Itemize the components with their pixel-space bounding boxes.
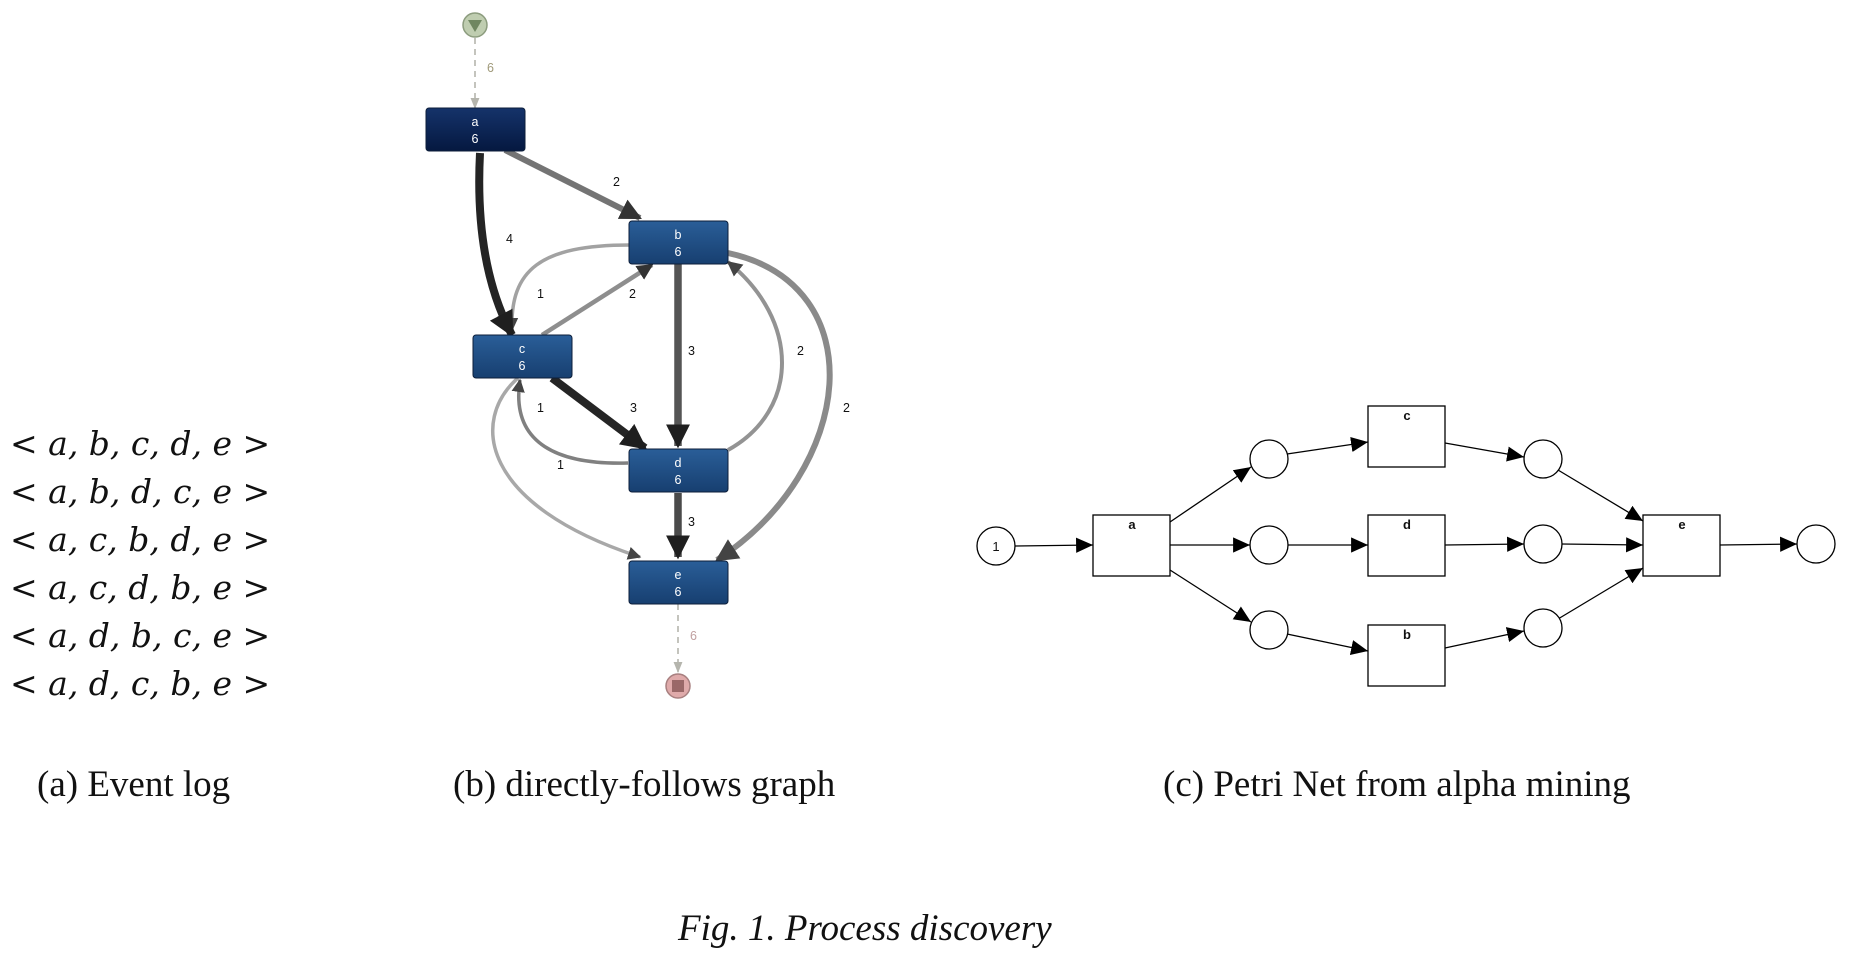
pn-arc-p7-e	[1557, 567, 1644, 620]
dfg-node-b-count: 6	[675, 245, 682, 259]
event-log: < a, b, c, d, e > < a, b, d, c, e > < a,…	[10, 424, 270, 703]
pn-transition-d	[1367, 514, 1446, 577]
pn-arc-b-p7	[1444, 627, 1525, 649]
trace-2: < a, b, d, c, e >	[10, 472, 270, 511]
dfg-node-a-label: a	[472, 115, 479, 129]
dfg-label-c-d: 3	[630, 401, 637, 415]
caption-petri-net: (c) Petri Net from alpha mining	[1163, 764, 1631, 805]
pn-place-c-e	[1523, 439, 1563, 479]
pn-transition-b-label: b	[1403, 627, 1411, 642]
trace-6: < a, d, c, b, e >	[10, 664, 270, 703]
pn-place-end	[1796, 524, 1836, 564]
pn-place-a-c	[1249, 439, 1289, 479]
pn-transition-e-label: e	[1678, 517, 1685, 532]
dfg-edge-d-b	[726, 260, 784, 452]
petri-net-transition-labels: a c d b e	[1128, 408, 1685, 642]
pn-arc-d-p6	[1444, 536, 1525, 552]
pn-place-d-e	[1523, 524, 1563, 564]
pn-place-start	[976, 526, 1016, 566]
pn-place-a-d	[1249, 525, 1289, 565]
pn-arc-a-p4	[1169, 569, 1252, 623]
dfg-label-d-b: 2	[797, 344, 804, 358]
trace-4: < a, c, d, b, e >	[10, 568, 270, 607]
pn-transition-c-label: c	[1403, 408, 1410, 423]
dfg-end-node	[665, 673, 691, 699]
pn-transition-d-label: d	[1403, 517, 1411, 532]
dfg-edge-c-b	[540, 263, 654, 337]
dfg-edge-c-e	[490, 376, 642, 560]
pn-transition-e	[1642, 514, 1721, 577]
pn-arc-p5-e	[1557, 469, 1644, 522]
pn-arc-e-p8	[1719, 536, 1798, 552]
dfg-node-c-label: c	[519, 342, 525, 356]
dfg-edge-c-d	[549, 374, 648, 452]
dfg-edge-labels: 2 4 1 2 3 2 2 3 1 1 3	[506, 175, 850, 529]
dfg-label-b-d: 3	[688, 344, 695, 358]
dfg-end-count: 6	[690, 629, 697, 643]
dfg-node-e-label: e	[675, 568, 682, 582]
dfg-node-d-count: 6	[675, 473, 682, 487]
pn-transition-a	[1092, 514, 1171, 577]
pn-place-b-e	[1523, 608, 1563, 648]
dfg-label-a-b: 2	[613, 175, 620, 189]
pn-arc-c-p5	[1444, 442, 1525, 462]
petri-net-transitions	[1092, 405, 1721, 687]
dfg-start-count: 6	[487, 61, 494, 75]
pn-place-a-b	[1249, 610, 1289, 650]
pn-transition-b	[1367, 624, 1446, 687]
dfg-edge-a-b	[503, 147, 642, 221]
dfg-node-b-label: b	[675, 228, 682, 242]
dfg-label-b-c: 1	[537, 287, 544, 301]
dfg-label-b-e: 2	[843, 401, 850, 415]
pn-arc-p6-e	[1560, 537, 1644, 553]
dfg-label-a-c: 4	[506, 232, 513, 246]
trace-5: < a, d, b, c, e >	[10, 616, 270, 655]
trace-3: < a, c, b, d, e >	[10, 520, 270, 559]
pn-arc-p1-a	[1014, 537, 1094, 553]
trace-1: < a, b, c, d, e >	[10, 424, 270, 463]
dfg-edge-b-e	[715, 250, 833, 563]
pn-transition-c	[1367, 405, 1446, 468]
caption-directly-follows-graph: (b) directly-follows graph	[453, 764, 836, 805]
dfg-node-e: e 6	[628, 560, 729, 605]
dfg-node-b: b 6	[628, 220, 729, 265]
petri-net-places	[976, 439, 1836, 650]
dfg-label-d-c: 1	[537, 401, 544, 415]
dfg-edge-a-c	[475, 152, 516, 338]
dfg-node-e-count: 6	[675, 585, 682, 599]
dfg-node-d: d 6	[628, 448, 729, 493]
caption-event-log: (a) Event log	[37, 764, 230, 805]
pn-arc-p2-c	[1286, 436, 1369, 455]
pn-transition-a-label: a	[1128, 517, 1136, 532]
dfg-start-node	[462, 12, 488, 38]
pn-initial-token: 1	[992, 539, 999, 554]
petri-net-arcs	[1014, 436, 1798, 655]
dfg-label-d-e: 3	[688, 515, 695, 529]
dfg-node-a-count: 6	[472, 132, 479, 146]
directly-follows-graph: 6 6	[425, 12, 850, 699]
dfg-node-c-count: 6	[519, 359, 526, 373]
dfg-node-d-label: d	[675, 456, 682, 470]
dfg-node-a: a 6	[425, 107, 526, 152]
dfg-label-c-e: 1	[557, 458, 564, 472]
dfg-node-c: c 6	[472, 334, 573, 379]
figure-caption: Fig. 1. Process discovery	[677, 908, 1052, 949]
dfg-edges	[475, 147, 833, 563]
dfg-label-c-b: 2	[629, 287, 636, 301]
pn-arc-a-p2	[1169, 466, 1252, 523]
petri-net: 1 a c d b e	[976, 405, 1836, 687]
dfg-edge-d-c	[511, 378, 629, 465]
pn-arc-p4-b	[1286, 633, 1369, 655]
